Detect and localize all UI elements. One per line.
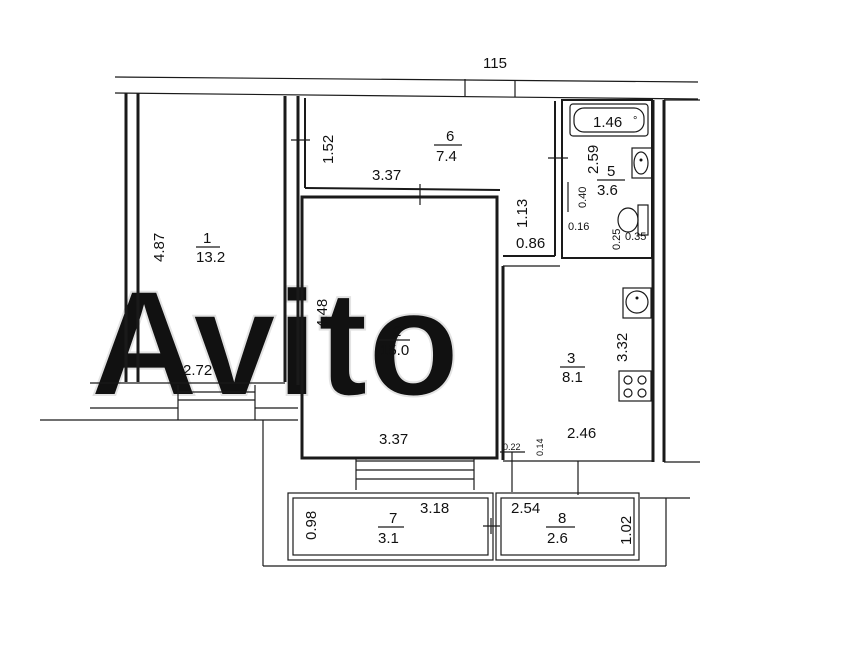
room-6-walls [291, 98, 568, 267]
room-7-number: 7 [389, 510, 397, 527]
room-3-area: 8.1 [562, 369, 583, 386]
room-5-walls [561, 99, 653, 259]
room-8-dim-depth: 1.02 [618, 516, 635, 545]
room-6-dim-113: 1.13 [514, 199, 531, 228]
room-3-dim-width: 2.46 [567, 425, 596, 442]
room-3-dim-door: 0.86 [516, 235, 545, 252]
room-8-area: 2.6 [547, 530, 568, 547]
room-1-walls [40, 93, 300, 421]
stove-icon [618, 370, 652, 402]
room-5-dim-height: 2.59 [585, 145, 602, 174]
bathtub-label: 1.46 [593, 114, 622, 131]
washbasin-icon [622, 287, 652, 319]
watermark: Avito [90, 259, 459, 427]
room-2-area: 15.0 [380, 342, 409, 359]
room-1-area: 13.2 [196, 249, 225, 266]
room-2-dim-height: 4.48 [314, 299, 331, 328]
balcony-walls [262, 420, 690, 567]
room-7-area: 3.1 [378, 530, 399, 547]
room-1-dim-height: 4.87 [151, 233, 168, 262]
room-2-number: 2 [393, 323, 401, 340]
room-2-dim-top: 3.37 [372, 167, 401, 184]
room-3-dim-height: 3.32 [614, 333, 631, 362]
toilet-icon [617, 204, 649, 236]
room-2-walls [300, 195, 499, 490]
room-6-number: 6 [446, 128, 454, 145]
room-5-dim-016: 0.16 [568, 221, 589, 233]
bathtub-drain-icon: ° [633, 115, 637, 127]
room-5-dim-035: 0.35 [625, 231, 646, 243]
room-7-dim-depth: 0.98 [303, 511, 320, 540]
room-6-area: 7.4 [436, 148, 457, 165]
room-2-dim-bottom: 3.37 [379, 431, 408, 448]
exterior-top-wall [114, 76, 699, 100]
mark-022: 0.22 [503, 442, 521, 452]
room-8-dim-length: 2.54 [511, 500, 540, 517]
room-6-dim-152: 1.52 [320, 135, 337, 164]
room-1-number: 1 [203, 230, 211, 247]
bathtub-icon [569, 103, 649, 137]
outer-dimension-label: 115 [483, 55, 507, 72]
mark-014: 0.14 [535, 438, 545, 456]
washbasin-icon [631, 147, 653, 179]
room-8-number: 8 [558, 510, 566, 527]
room-5-number: 5 [607, 163, 615, 180]
room-7-dim-length: 3.18 [420, 500, 449, 517]
room-5-area: 3.6 [597, 182, 618, 199]
room-5-dim-040: 0.40 [577, 187, 589, 208]
room-3-number: 3 [567, 350, 575, 367]
room-5-dim-025: 0.25 [611, 229, 623, 250]
room-1-dim-width: 2.72 [183, 362, 212, 379]
